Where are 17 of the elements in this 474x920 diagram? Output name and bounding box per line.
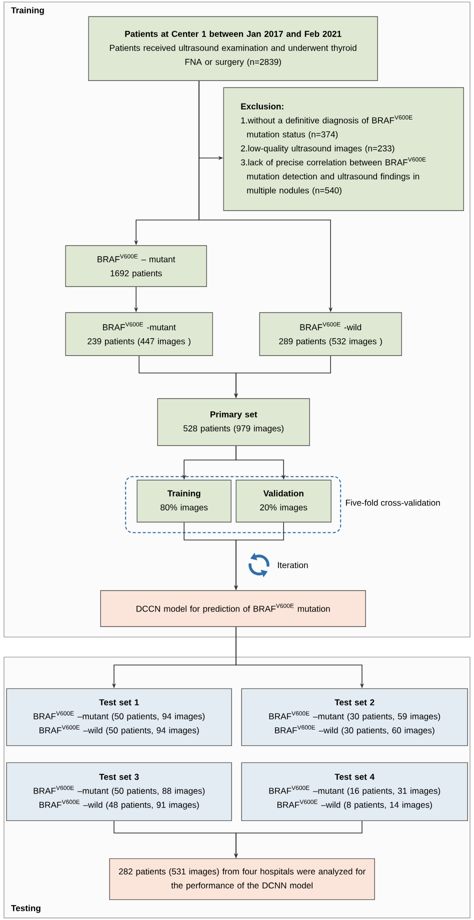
exclusion-box: Exclusion: 1.without a definitive diagnosis of BRAF$^{V600E}$ mutation status (n=374) 2.low-quality ultrasound images (n=233) 3.lack of precise correlation between BRAF$^{V600E}$ mutation detection and ultrasound findings in multiple nodules (n=540) — [223, 87, 464, 211]
test-set-box: Test set 1 BRAF$^{V600E}$ –mutant (50 patients, 94 images) BRAF$^{V600E}$ –wild (50 patients, 94 images) — [6, 688, 232, 746]
dashed-group — [125, 476, 342, 534]
test-set-box: Test set 3 BRAF$^{V600E}$ –mutant (50 patients, 88 images) BRAF$^{V600E}$ –wild (48 patients, 91 images) — [6, 762, 232, 822]
process-box: Training 80% images — [136, 480, 232, 522]
process-box: Validation 20% images — [236, 480, 332, 522]
process-box: Primary set 528 patients (979 images) — [157, 398, 310, 446]
iteration-label: Iteration — [278, 562, 308, 568]
result-box: 282 patients (531 images) from four hospitals were analyzed for the performance of the DCNN model — [109, 858, 375, 900]
side-label: Five-fold cross-validation — [346, 499, 440, 506]
test-set-box: Test set 2 BRAF$^{V600E}$ –mutant (30 patients, 59 images) BRAF$^{V600E}$ –wild (30 patients, 60 images) — [241, 688, 468, 746]
process-box: BRAF$^{V600E}$ -wild 289 patients (532 images ) — [259, 312, 402, 356]
process-box: Patients at Center 1 between Jan 2017 and Feb 2021 Patients received ultrasound examination and underwent thyroid FNA or surgery (n=2839) — [88, 16, 378, 81]
process-box: BRAF$^{V600E}$ -mutant 239 patients (447 images ) — [65, 312, 213, 356]
process-box: BRAF$^{V600E}$ – mutant 1692 patients — [65, 245, 207, 287]
test-set-box: Test set 4 BRAF$^{V600E}$ –mutant (16 patients, 31 images) BRAF$^{V600E}$ –wild (8 patients, 14 images) — [241, 762, 468, 822]
model-box: DCCN model for prediction of BRAF$^{V600E}$ mutation — [100, 590, 366, 627]
